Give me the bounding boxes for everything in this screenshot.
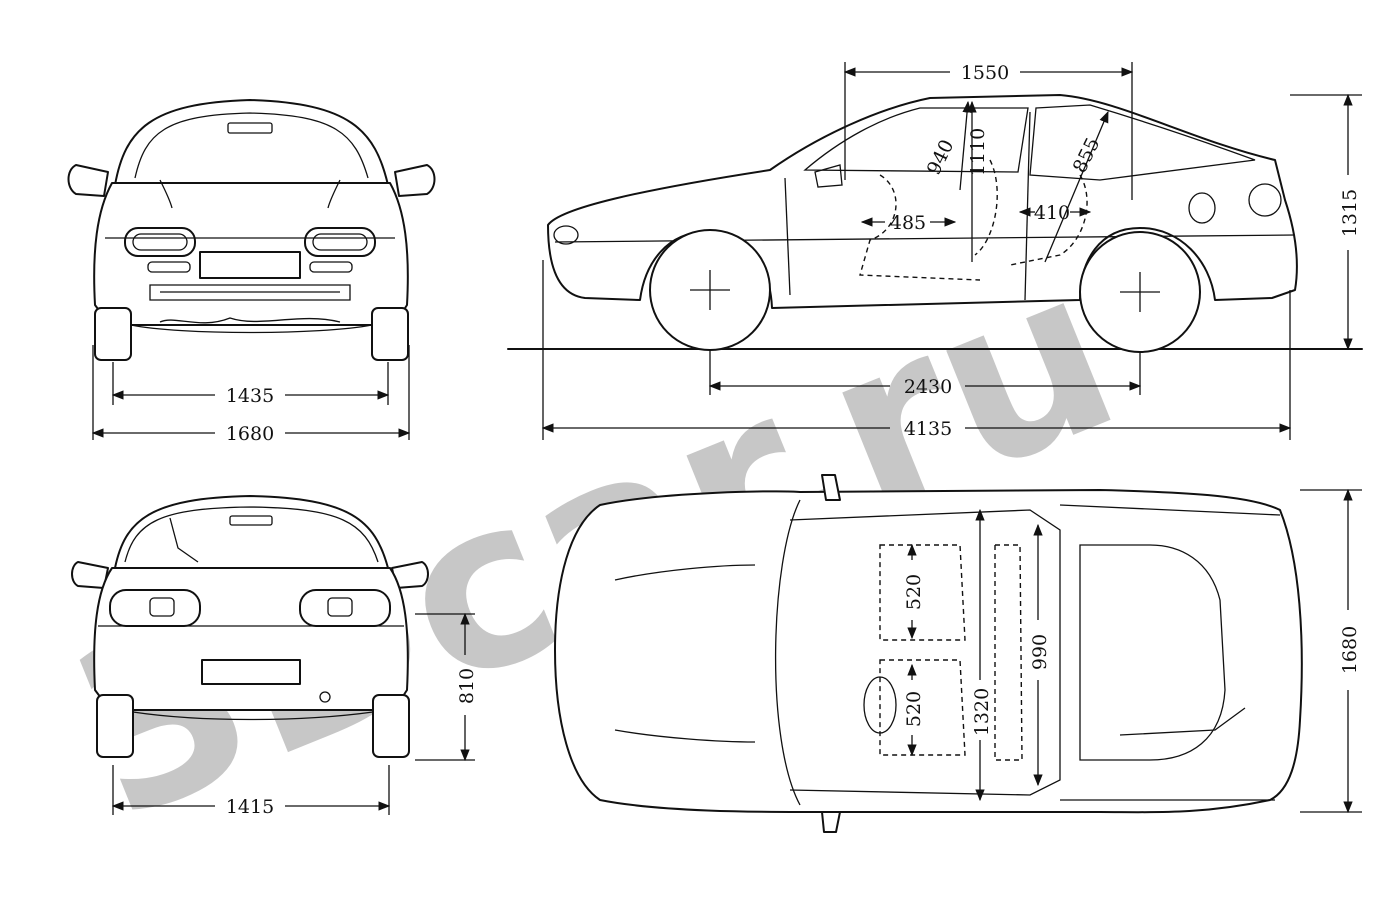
rear-view [71,495,429,758]
dimension-height: 1315 [1339,189,1361,237]
dimension-front-seat-height: 1110 [967,128,989,176]
dimension-length: 4135 [904,418,952,440]
dimension-rear-legroom: 410 [1034,202,1070,224]
dimension-front-legroom: 485 [890,212,926,234]
dimension-cabin-width: 990 [1029,634,1051,670]
dimension-rear-sill-height: 810 [456,668,478,704]
front-dimensions: 1435 1680 [91,345,411,445]
rear-dimensions: 1415 810 [111,612,478,818]
dimension-front-track: 1435 [226,385,274,407]
side-view [507,94,1363,353]
dimension-overall-width: 1680 [1339,626,1361,674]
top-dimensions: 520 520 1320 990 1680 [903,488,1362,814]
dimension-shoulder-width: 1320 [971,688,993,736]
front-view [67,99,436,361]
top-view [554,474,1303,833]
dimension-front-width: 1680 [226,423,274,445]
dimension-wheelbase: 2430 [904,376,952,398]
dimension-rear-seat-width: 520 [903,691,925,727]
dimension-rear-track: 1415 [226,796,274,818]
dimension-interior-length: 1550 [961,62,1009,84]
dimension-front-seat-width: 520 [903,574,925,610]
